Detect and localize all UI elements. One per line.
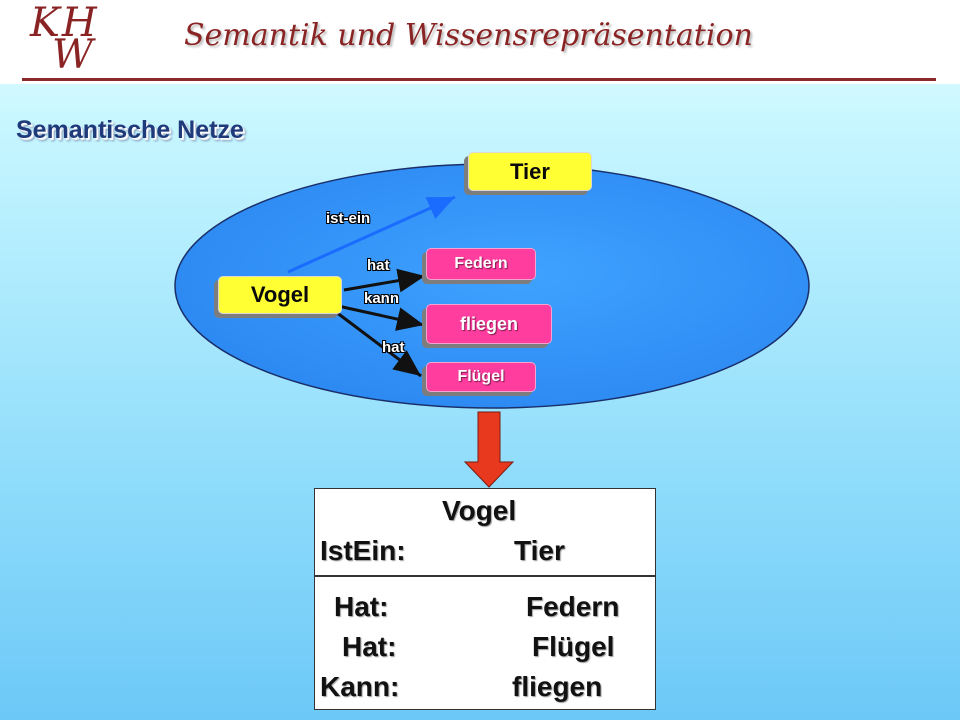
frame-value-hat-2: Flügel bbox=[532, 631, 615, 662]
edge-label-hat-fluegel: hat bbox=[382, 339, 405, 356]
slide-subtitle: Semantische Netze bbox=[16, 116, 244, 144]
edge-label-kann-fliegen: kann bbox=[364, 290, 400, 307]
frame-name: Vogel bbox=[442, 495, 517, 526]
frame-value-hat-1: Federn bbox=[526, 591, 620, 622]
node-vogel: Vogel bbox=[218, 276, 342, 314]
header-divider bbox=[22, 78, 936, 81]
frame-slot-kann: Kann: bbox=[320, 671, 400, 702]
node-tier: Tier bbox=[468, 152, 592, 191]
frame-divider bbox=[314, 575, 656, 577]
isa-edge-line bbox=[287, 195, 456, 274]
edge-label-ist-ein: ist-ein bbox=[326, 210, 371, 227]
node-fliegen: fliegen bbox=[426, 304, 552, 344]
slide-title: Semantik und Wissensrepräsentation bbox=[184, 18, 753, 53]
frame-value-kann: fliegen bbox=[512, 671, 603, 702]
frame-slot-hat-1: Hat: bbox=[334, 591, 389, 622]
frame-slot-hat-2: Hat: bbox=[342, 631, 397, 662]
slide-header: KH W Semantik und Wissensrepräsentation bbox=[0, 0, 960, 84]
kann-fliegen-edge-line bbox=[337, 304, 425, 331]
logo-line-2: W bbox=[52, 32, 94, 78]
logo-line-1: KH bbox=[30, 0, 99, 46]
edge-label-hat-federn: hat bbox=[367, 257, 390, 274]
frame-box bbox=[314, 488, 656, 710]
frame-value-isa: Tier bbox=[514, 535, 565, 566]
node-fluegel: Flügel bbox=[426, 362, 536, 392]
frame-slot-isa: IstEin: bbox=[320, 535, 406, 566]
big-down-arrow bbox=[463, 411, 515, 488]
node-federn: Federn bbox=[426, 248, 536, 280]
hat-fluegel-edge-line bbox=[335, 310, 422, 378]
khw-logo: KH W bbox=[22, 0, 132, 78]
hat-federn-edge-line bbox=[343, 268, 426, 293]
